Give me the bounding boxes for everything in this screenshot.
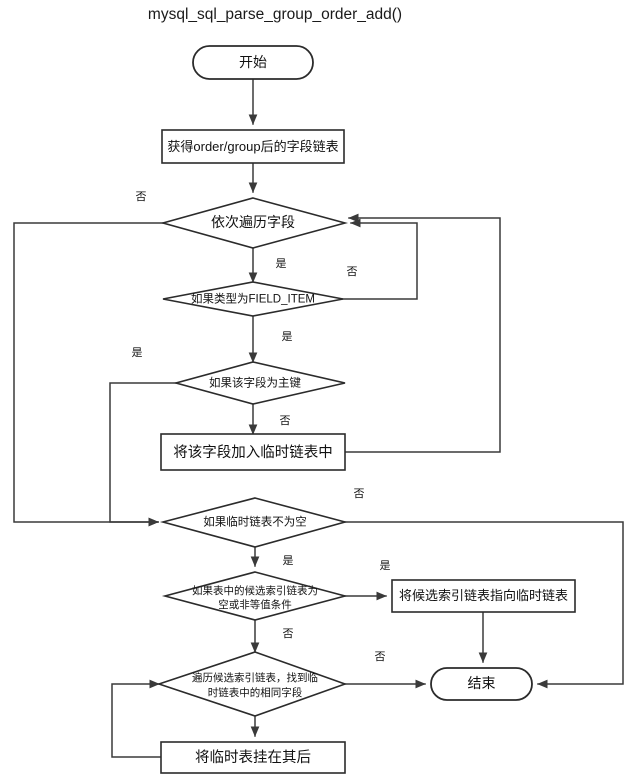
start-shape bbox=[192, 45, 314, 80]
candidate-empty-or-noneq-label-line1: 如果表中的候选索引链表为 bbox=[192, 584, 318, 597]
traverse-candidate-label-line2: 时链表中的相同字段 bbox=[208, 686, 303, 699]
edge-primary-key-yes-to-temp-check bbox=[109, 382, 177, 527]
start-label: 开始 bbox=[239, 54, 267, 70]
edge-label-traverse-no: 否 bbox=[375, 651, 386, 663]
attach-temp-table-label: 将临时表挂在其后 bbox=[195, 749, 311, 766]
candidate-empty-or-noneq-shape bbox=[161, 571, 349, 621]
temp-list-not-empty-shape bbox=[159, 497, 349, 548]
node-add-to-temp-list: 将该字段加入临时链表中 bbox=[160, 433, 346, 471]
point-candidate-to-temp-shape bbox=[391, 579, 576, 613]
temp-list-not-empty-label: 如果临时链表不为空 bbox=[203, 515, 307, 529]
node-temp-list-not-empty: 如果临时链表不为空 bbox=[159, 497, 349, 548]
edge-iterate-no-to-temp-check bbox=[13, 222, 164, 527]
node-attach-temp-table: 将临时表挂在其后 bbox=[160, 741, 346, 774]
get-fields-shape bbox=[161, 129, 345, 164]
end-shape bbox=[430, 667, 533, 701]
edge-label-iterate-no: 否 bbox=[136, 191, 147, 203]
edge-label-field-item-yes: 是 bbox=[282, 330, 293, 343]
traverse-candidate-shape bbox=[156, 651, 348, 717]
diagram-title: mysql_sql_parse_group_order_add() bbox=[148, 6, 402, 23]
edge-label-field-item-no: 否 bbox=[347, 266, 358, 278]
edge-label-iterate-yes: 是 bbox=[276, 257, 287, 270]
traverse-candidate-label-line1: 遍历候选索引链表，找到临 bbox=[192, 671, 318, 684]
edge-field-item-no-loopback bbox=[342, 218, 418, 300]
is-primary-key-shape bbox=[172, 361, 346, 405]
edge-label-candidate-yes: 是 bbox=[380, 559, 391, 572]
edge-label-primary-key-no: 否 bbox=[280, 415, 291, 427]
add-to-temp-list-shape bbox=[160, 433, 346, 471]
node-is-primary-key: 如果该字段为主键 bbox=[172, 361, 346, 405]
get-fields-label: 获得order/group后的字段链表 bbox=[167, 139, 338, 154]
node-candidate-empty-or-noneq: 如果表中的候选索引链表为 空或非等值条件 bbox=[161, 571, 349, 621]
edge-label-candidate-no: 否 bbox=[283, 628, 294, 640]
node-get-fields: 获得order/group后的字段链表 bbox=[161, 129, 345, 164]
end-label: 结束 bbox=[468, 675, 496, 691]
add-to-temp-list-label: 将该字段加入临时链表中 bbox=[173, 444, 333, 461]
is-field-item-label: 如果类型为FIELD_ITEM bbox=[191, 292, 315, 306]
is-field-item-shape bbox=[162, 281, 344, 317]
edge-label-primary-key-yes: 是 bbox=[132, 346, 143, 359]
iterate-fields-label: 依次遍历字段 bbox=[211, 214, 295, 230]
iterate-fields-shape bbox=[160, 197, 349, 249]
is-primary-key-label: 如果该字段为主键 bbox=[209, 376, 301, 390]
node-end: 结束 bbox=[430, 667, 533, 701]
node-traverse-candidate: 遍历候选索引链表，找到临 时链表中的相同字段 bbox=[156, 651, 348, 717]
point-candidate-to-temp-label: 将候选索引链表指向临时链表 bbox=[399, 588, 568, 603]
node-point-candidate-to-temp: 将候选索引链表指向临时链表 bbox=[391, 579, 576, 613]
edge-temp-check-no-to-end bbox=[344, 521, 624, 689]
edge-attach-temp-loopback-to-traverse bbox=[111, 679, 162, 758]
node-is-field-item: 如果类型为FIELD_ITEM bbox=[162, 281, 344, 317]
node-start: 开始 bbox=[192, 45, 314, 80]
edge-label-temp-not-empty-yes: 是 bbox=[283, 554, 294, 567]
node-iterate-fields: 依次遍历字段 bbox=[160, 197, 349, 249]
attach-temp-table-shape bbox=[160, 741, 346, 774]
candidate-empty-or-noneq-label-line2: 空或非等值条件 bbox=[218, 598, 292, 611]
edge-add-temp-loopback-to-iterate bbox=[344, 213, 501, 453]
edge-label-temp-not-empty-no: 否 bbox=[354, 488, 365, 500]
